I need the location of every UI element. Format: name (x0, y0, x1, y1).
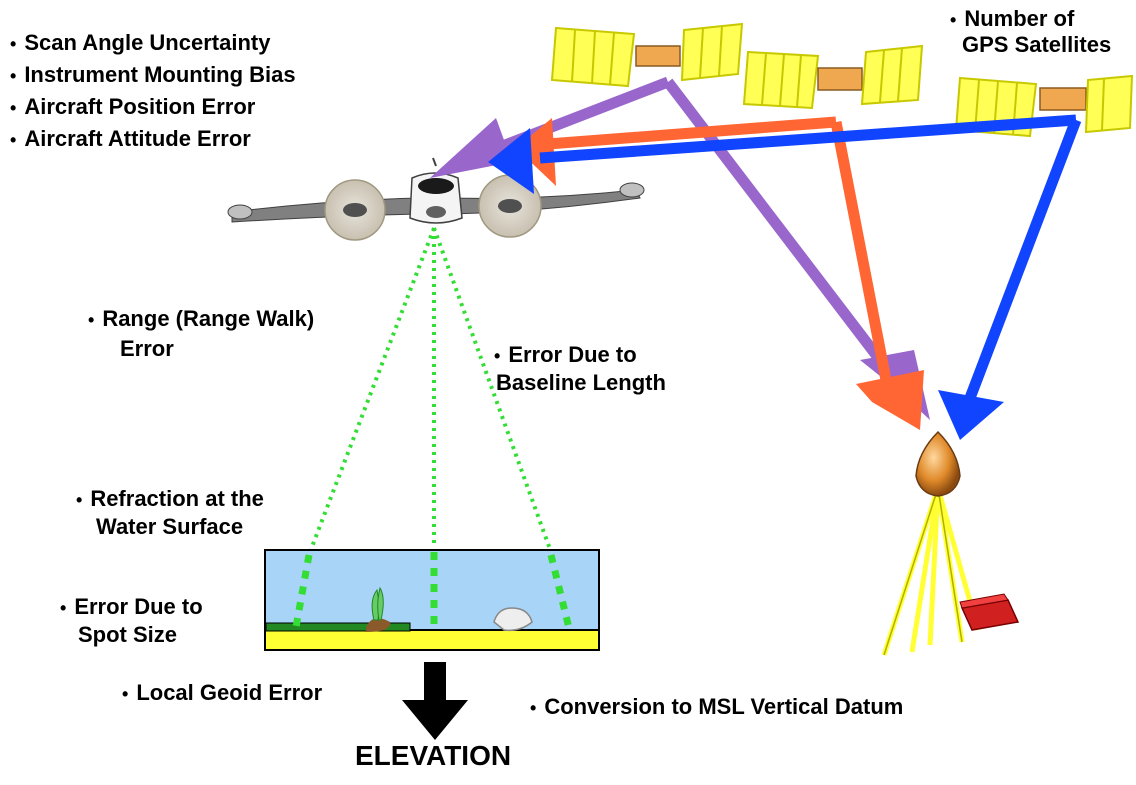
elevation-arrow (402, 662, 468, 740)
error-source-list: Scan Angle Uncertainty Instrument Mounti… (10, 30, 296, 158)
laser-beams (308, 227, 553, 553)
error-source-position: Aircraft Position Error (10, 94, 296, 121)
error-source-scan-angle: Scan Angle Uncertainty (10, 30, 296, 57)
spot-size-label-line1: Error Due to (60, 594, 202, 621)
baseline-error-label-line2: Baseline Length (496, 370, 666, 395)
satellite-1 (550, 22, 744, 88)
refraction-label-line2: Water Surface (96, 514, 244, 539)
range-error-label-line2: Error (120, 336, 174, 361)
gps-satellites-label-line1: Number of (950, 6, 1074, 33)
error-source-mounting-bias: Instrument Mounting Bias (10, 62, 295, 89)
gps-satellites-label-line2: GPS Satellites (962, 32, 1112, 57)
msl-conversion-label: Conversion to MSL Vertical Datum (530, 694, 903, 721)
elevation-label: ELEVATION (355, 740, 512, 771)
spot-size-label-line2: Spot Size (78, 622, 178, 647)
baseline-error-label-line1: Error Due to (494, 342, 636, 369)
water-body (264, 549, 600, 651)
aircraft (227, 157, 645, 241)
geoid-error-label: Local Geoid Error (122, 680, 322, 707)
gps-signal-arrows (430, 76, 1082, 440)
refraction-label-line1: Refraction at the (76, 486, 264, 513)
error-source-attitude: Aircraft Attitude Error (10, 126, 296, 153)
satellite-2 (742, 44, 924, 110)
range-error-label-line1: Range (Range Walk) (88, 306, 314, 333)
gps-receiver (881, 430, 1020, 656)
